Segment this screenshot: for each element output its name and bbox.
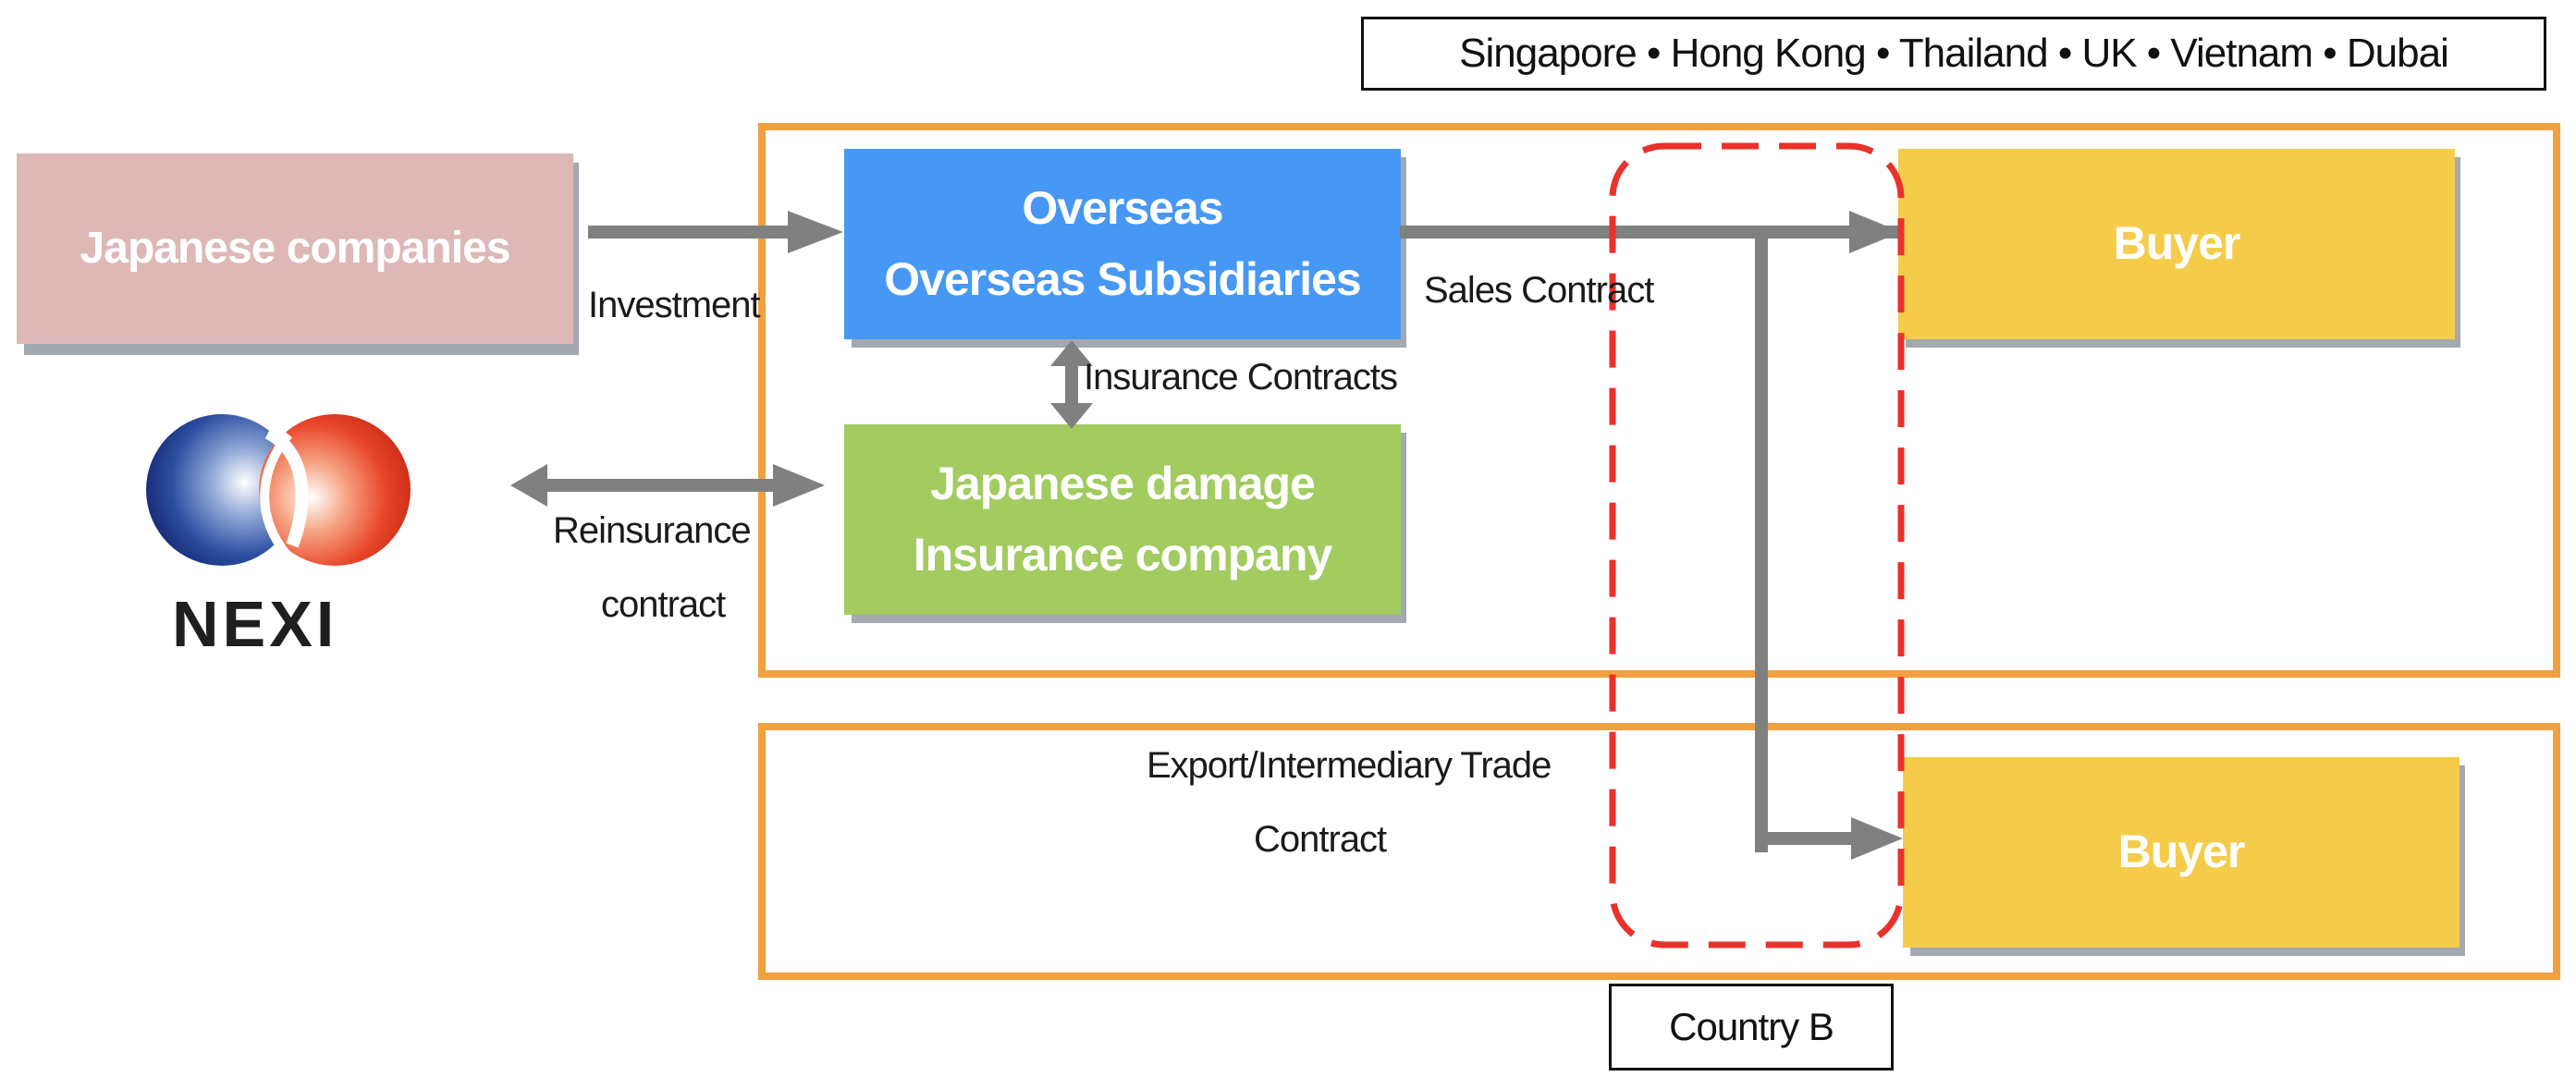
investment-label: Investment [588, 285, 761, 325]
export-contract-connector [1755, 231, 1903, 860]
insurance-contracts-label: Insurance Contracts [1084, 357, 1398, 398]
buyer-bottom-label: Buyer [2117, 826, 2246, 878]
japanese-companies-label: Japanese companies [80, 223, 511, 273]
countries-header-label: Singapore • Hong Kong • Thailand • UK • … [1459, 31, 2449, 76]
reinsurance-arrow [510, 464, 825, 507]
insurer-label-line1: Japanese damage [930, 457, 1316, 509]
sales-contract-arrow [1400, 211, 1901, 253]
insurance-contracts-arrow [1050, 340, 1093, 429]
reinsurance-label-line2: contract [601, 584, 726, 625]
japanese-insurer-box: Japanese damage Insurance company [844, 424, 1401, 615]
country-b-label: Country B [1669, 1005, 1834, 1048]
country-b-box: Country B [1609, 984, 1894, 1071]
buyer-top-box: Buyer [1898, 149, 2455, 339]
reinsurance-label-line1: Reinsurance [553, 510, 752, 551]
country-b-dashed-region [1609, 142, 1905, 948]
buyer-top-label: Buyer [2113, 217, 2241, 270]
nexi-logo-text: NEXI [172, 588, 338, 660]
subsidiaries-label-line1: Overseas [1022, 181, 1223, 234]
countries-header-box: Singapore • Hong Kong • Thailand • UK • … [1361, 17, 2546, 91]
overseas-subsidiaries-box: Overseas Overseas Subsidiaries [844, 149, 1401, 339]
japanese-companies-box: Japanese companies [17, 153, 573, 344]
export-contract-label-line1: Export/Intermediary Trade [1147, 745, 1552, 786]
nexi-logo-icon [146, 414, 411, 566]
insurer-label-line2: Insurance company [913, 529, 1333, 581]
subsidiaries-label-line2: Overseas Subsidiaries [884, 253, 1361, 305]
buyer-bottom-box: Buyer [1903, 757, 2459, 948]
export-contract-label-line2: Contract [1254, 819, 1387, 860]
investment-arrow [588, 211, 843, 253]
country-b-region-frame [758, 723, 2560, 980]
overseas-region-frame [758, 123, 2560, 678]
sales-contract-label: Sales Contract [1424, 270, 1654, 311]
